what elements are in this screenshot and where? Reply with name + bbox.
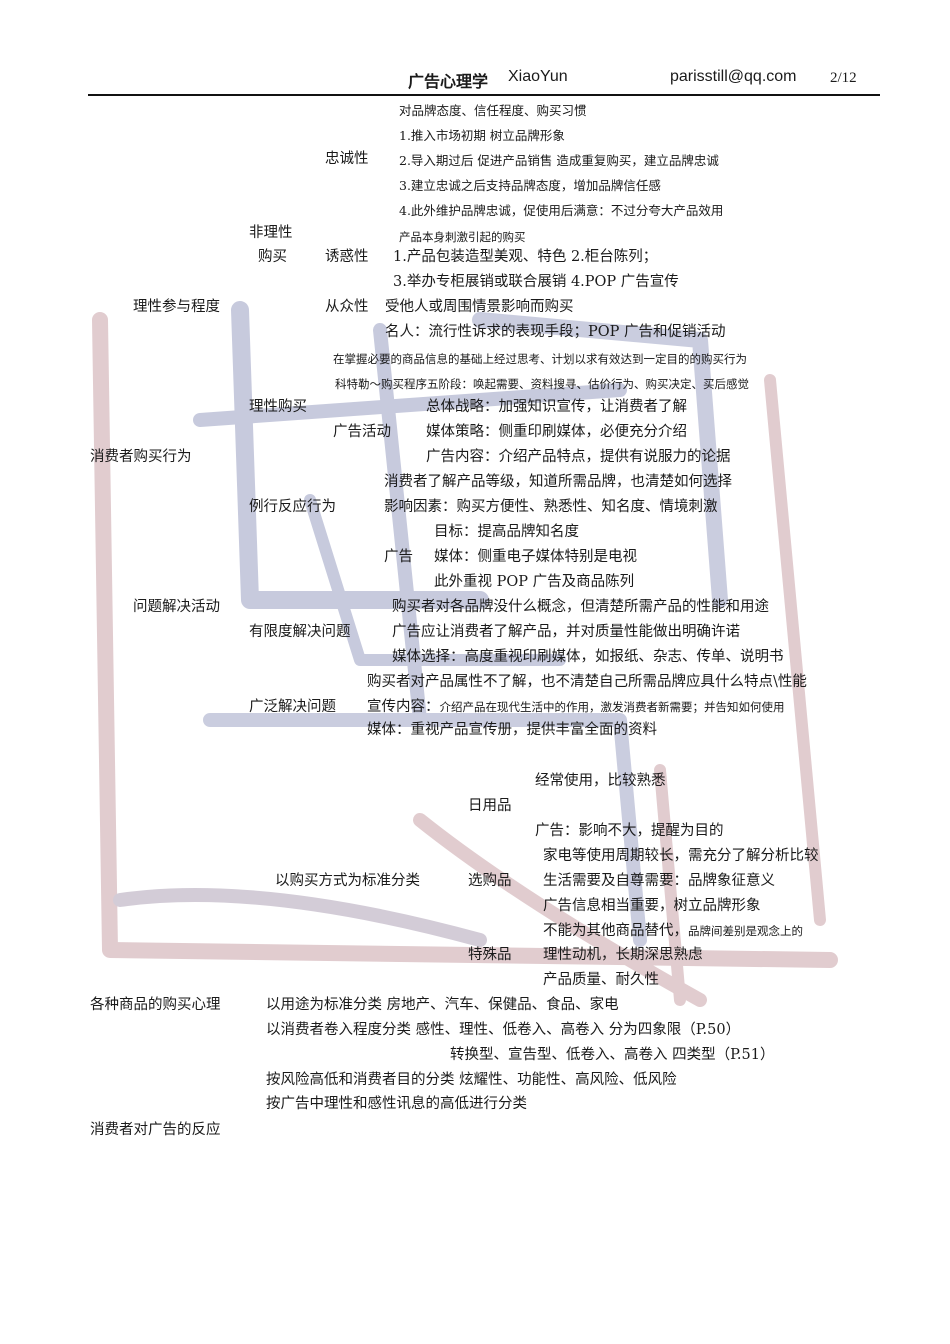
outline-label: 广告活动 — [333, 424, 391, 440]
outline-label: 理性参与程度 — [133, 299, 220, 315]
outline-text: 影响因素：购买方便性、熟悉性、知名度、情境刺激 — [384, 499, 718, 515]
outline-text: 2.导入期过后 促进产品销售 造成重复购买，建立品牌忠诚 — [399, 153, 719, 168]
outline-text: 按广告中理性和感性讯息的高低进行分类 — [266, 1096, 527, 1112]
outline-text: 广告：影响不大，提醒为目的 — [535, 823, 724, 839]
outline-label: 忠诚性 — [325, 151, 369, 167]
doc-title: 广告心理学 — [408, 72, 489, 91]
outline-text: 广告应让消费者了解产品，并对质量性能做出明确许诺 — [392, 624, 740, 640]
outline-text: 以消费者卷入程度分类 感性、理性、低卷入、高卷入 分为四象限（P.50） — [266, 1022, 741, 1038]
outline-label: 选购品 — [468, 873, 512, 889]
outline-label: 日用品 — [468, 798, 512, 814]
outline-label: 消费者购买行为 — [90, 449, 192, 465]
outline-label: 消费者对广告的反应 — [90, 1122, 221, 1138]
outline-text: 受他人或周围情景影响而购买 — [385, 299, 574, 315]
outline-text: 3.建立忠诚之后支持品牌态度，增加品牌信任感 — [399, 178, 661, 193]
outline-text: 购买者对产品属性不了解，也不清楚自己所需品牌应具什么特点\性能 — [367, 674, 807, 690]
outline-text: 在掌握必要的商品信息的基础上经过思考、计划以求有效达到一定目的的购买行为 — [333, 352, 747, 366]
outline-text-detail: 品牌间差别是观念上的 — [688, 924, 803, 938]
outline-text: 媒体选择：高度重视印刷媒体，如报纸、杂志、传单、说明书 — [392, 649, 784, 665]
outline-text: 家电等使用周期较长，需充分了解分析比较 — [543, 848, 819, 864]
outline-text-lead: 宣传内容： — [367, 699, 440, 715]
outline-text: 媒体策略：侧重印刷媒体，必便充分介绍 — [426, 424, 687, 440]
outline-text: 产品质量、耐久性 — [543, 972, 659, 988]
outline-label: 广泛解决问题 — [249, 699, 336, 715]
doc-email: parisstill@qq.com — [670, 68, 797, 85]
outline-label: 非理性 — [249, 225, 293, 241]
outline-label: 有限度解决问题 — [249, 624, 351, 640]
outline-text: 购买者对各品牌没什么概念，但清楚所需产品的性能和用途 — [392, 599, 769, 615]
outline-text: 以用途为标准分类 房地产、汽车、保健品、食品、家电 — [266, 997, 619, 1013]
outline-text: 4.此外维护品牌忠诚，促使用后满意：不过分夸大产品效用 — [399, 203, 724, 218]
page-number: 2/12 — [830, 70, 857, 86]
outline-text: 名人：流行性诉求的表现手段；POP 广告和促销活动 — [385, 324, 726, 340]
outline-label: 问题解决活动 — [133, 599, 220, 615]
outline-text: 宣传内容：介绍产品在现代生活中的作用，激发消费者新需要；并告知如何使用 — [367, 698, 785, 716]
outline-label: 诱惑性 — [325, 249, 369, 265]
page-header: 广告心理学 XiaoYun parisstill@qq.com 2/12 — [88, 62, 880, 96]
outline-label: 广告 — [384, 549, 413, 565]
outline-text: 转换型、宣告型、低卷入、高卷入 四类型（P.51） — [450, 1047, 775, 1063]
outline-text: 1.产品包装造型美观、特色 2.柜台陈列； — [393, 249, 658, 265]
outline-text: 对品牌态度、信任程度、购买习惯 — [399, 103, 587, 118]
outline-text: 生活需要及自尊需要：品牌象征意义 — [543, 873, 775, 889]
outline-text: 媒体：侧重电子媒体特别是电视 — [434, 549, 637, 565]
outline-label: 从众性 — [325, 299, 369, 315]
outline-text: 科特勒～购买程序五阶段：唤起需要、资料搜寻、估价行为、购买决定、买后感觉 — [335, 377, 749, 391]
outline-text: 广告信息相当重要，树立品牌形象 — [543, 898, 761, 914]
outline-text: 经常使用，比较熟悉 — [535, 773, 666, 789]
outline-text: 产品本身刺激引起的购买 — [399, 230, 526, 244]
outline-text: 按风险高低和消费者目的分类 炫耀性、功能性、高风险、低风险 — [266, 1072, 677, 1088]
outline-text: 此外重视 POP 广告及商品陈列 — [434, 574, 635, 590]
outline-text: 理性动机，长期深思熟虑 — [543, 947, 703, 963]
outline-text-detail: 介绍产品在现代生活中的作用，激发消费者新需要；并告知如何使用 — [439, 700, 785, 714]
doc-author: XiaoYun — [508, 68, 568, 85]
outline-text: 不能为其他商品替代，品牌间差别是观念上的 — [543, 922, 803, 940]
outline-label: 各种商品的购买心理 — [90, 997, 221, 1013]
outline-text: 媒体：重视产品宣传册，提供丰富全面的资料 — [367, 722, 657, 738]
outline-label: 购买 — [258, 249, 287, 265]
outline-label: 特殊品 — [468, 947, 512, 963]
outline-label: 理性购买 — [249, 399, 307, 415]
outline-text: 广告内容：介绍产品特点，提供有说服力的论据 — [426, 449, 731, 465]
outline-label: 例行反应行为 — [249, 499, 336, 515]
outline-text: 3.举办专柜展销或联合展销 4.POP 广告宣传 — [393, 274, 679, 290]
outline-text: 消费者了解产品等级，知道所需品牌，也清楚如何选择 — [384, 474, 732, 490]
outline-text: 1.推入市场初期 树立品牌形象 — [399, 128, 565, 143]
outline-text: 总体战略：加强知识宣传，让消费者了解 — [426, 399, 687, 415]
outline-text: 目标：提高品牌知名度 — [434, 524, 579, 540]
outline-label: 以购买方式为标准分类 — [275, 873, 420, 889]
outline-text-lead: 不能为其他商品替代， — [543, 923, 688, 939]
